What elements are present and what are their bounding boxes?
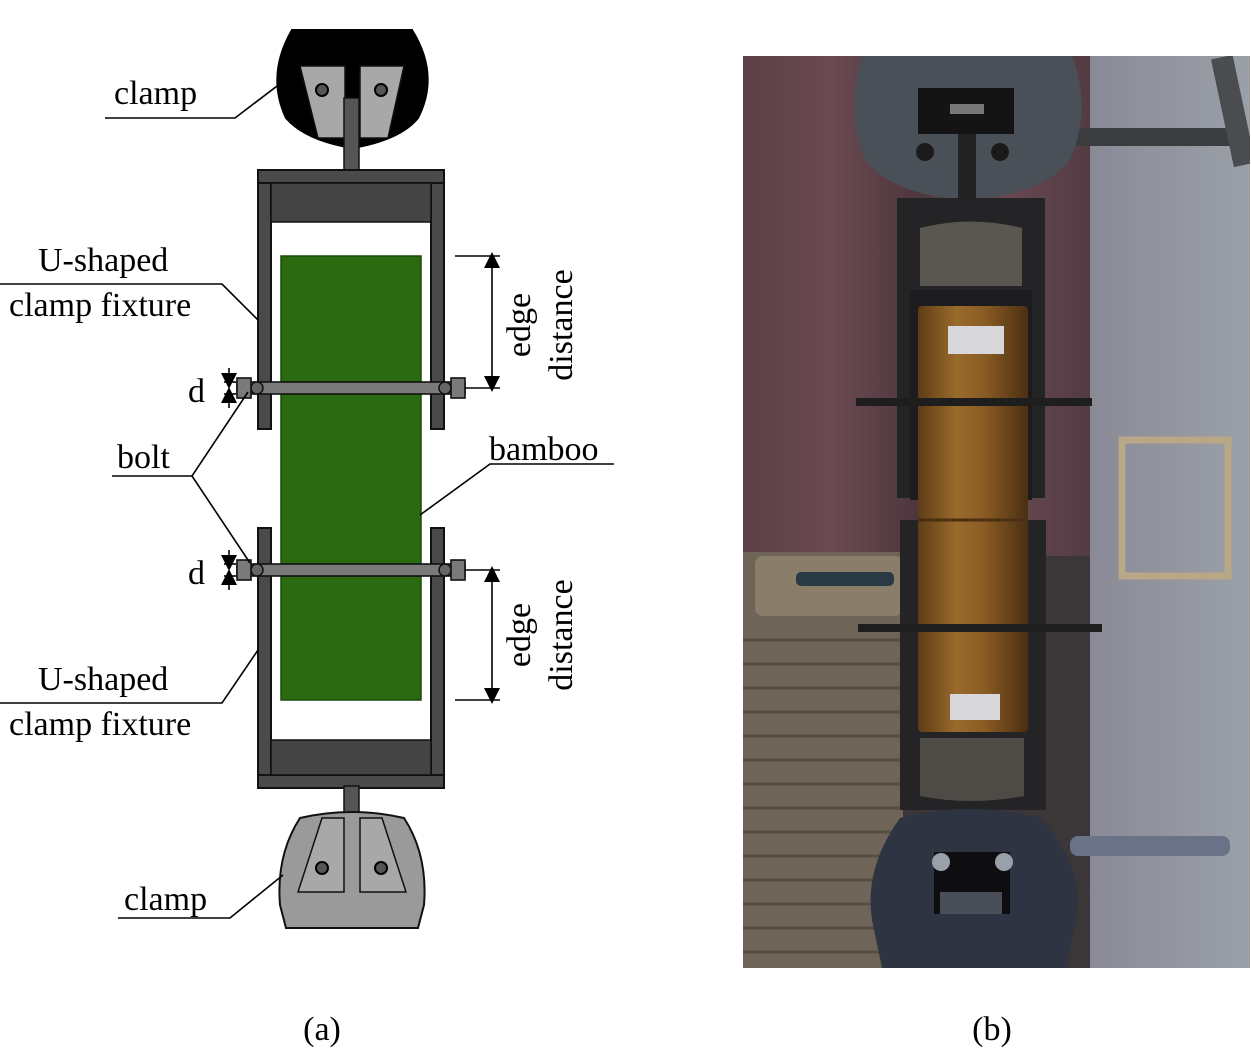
caption-a: (a) — [303, 1011, 341, 1048]
label-bolt: bolt — [117, 439, 170, 476]
photo-wall-frame — [1118, 436, 1232, 580]
label-d-top: d — [188, 373, 205, 410]
label-edge-bottom-line2: distance — [543, 579, 580, 690]
photo-bottom-arm — [1070, 836, 1230, 856]
label-fixture-bottom-line2: clamp fixture — [9, 706, 191, 743]
bottom-u-fixture — [257, 527, 445, 789]
panel-b-photo: (b) — [743, 56, 1250, 1048]
label-fixture-top-line1: U-shaped — [38, 242, 168, 279]
top-clamp — [276, 29, 429, 173]
bottom-bolt — [236, 559, 466, 581]
label-edge-top-line2: distance — [543, 269, 580, 380]
photo-wall — [1090, 56, 1250, 968]
photo-bottom-bolt — [858, 624, 1102, 632]
label-clamp-top: clamp — [114, 75, 197, 112]
leader-lines — [0, 79, 614, 919]
d-dimension-bottom — [221, 550, 237, 590]
d-dimension-top — [221, 368, 237, 408]
label-bamboo: bamboo — [489, 431, 599, 468]
label-fixture-bottom-line1: U-shaped — [38, 661, 168, 698]
label-d-bottom: d — [188, 555, 205, 592]
label-fixture-top-line2: clamp fixture — [9, 287, 191, 324]
caption-b: (b) — [972, 1011, 1012, 1048]
photo-top-bolt — [856, 398, 1092, 406]
edge-distance-dimension-top — [455, 252, 500, 392]
photo-top-arm — [1070, 128, 1240, 146]
top-bolt — [236, 377, 466, 399]
label-edge-top-line1: edge — [501, 293, 538, 357]
label-clamp-bottom: clamp — [124, 881, 207, 918]
bamboo-specimen — [280, 255, 422, 701]
edge-distance-dimension-bottom — [455, 566, 500, 704]
top-u-fixture — [257, 169, 445, 430]
photo-box-slats — [743, 638, 903, 954]
panel-a-schematic: clamp U-shaped clamp fixture d bolt bamb… — [0, 29, 614, 1048]
label-edge-bottom-line1: edge — [501, 603, 538, 667]
bottom-clamp — [278, 785, 426, 929]
